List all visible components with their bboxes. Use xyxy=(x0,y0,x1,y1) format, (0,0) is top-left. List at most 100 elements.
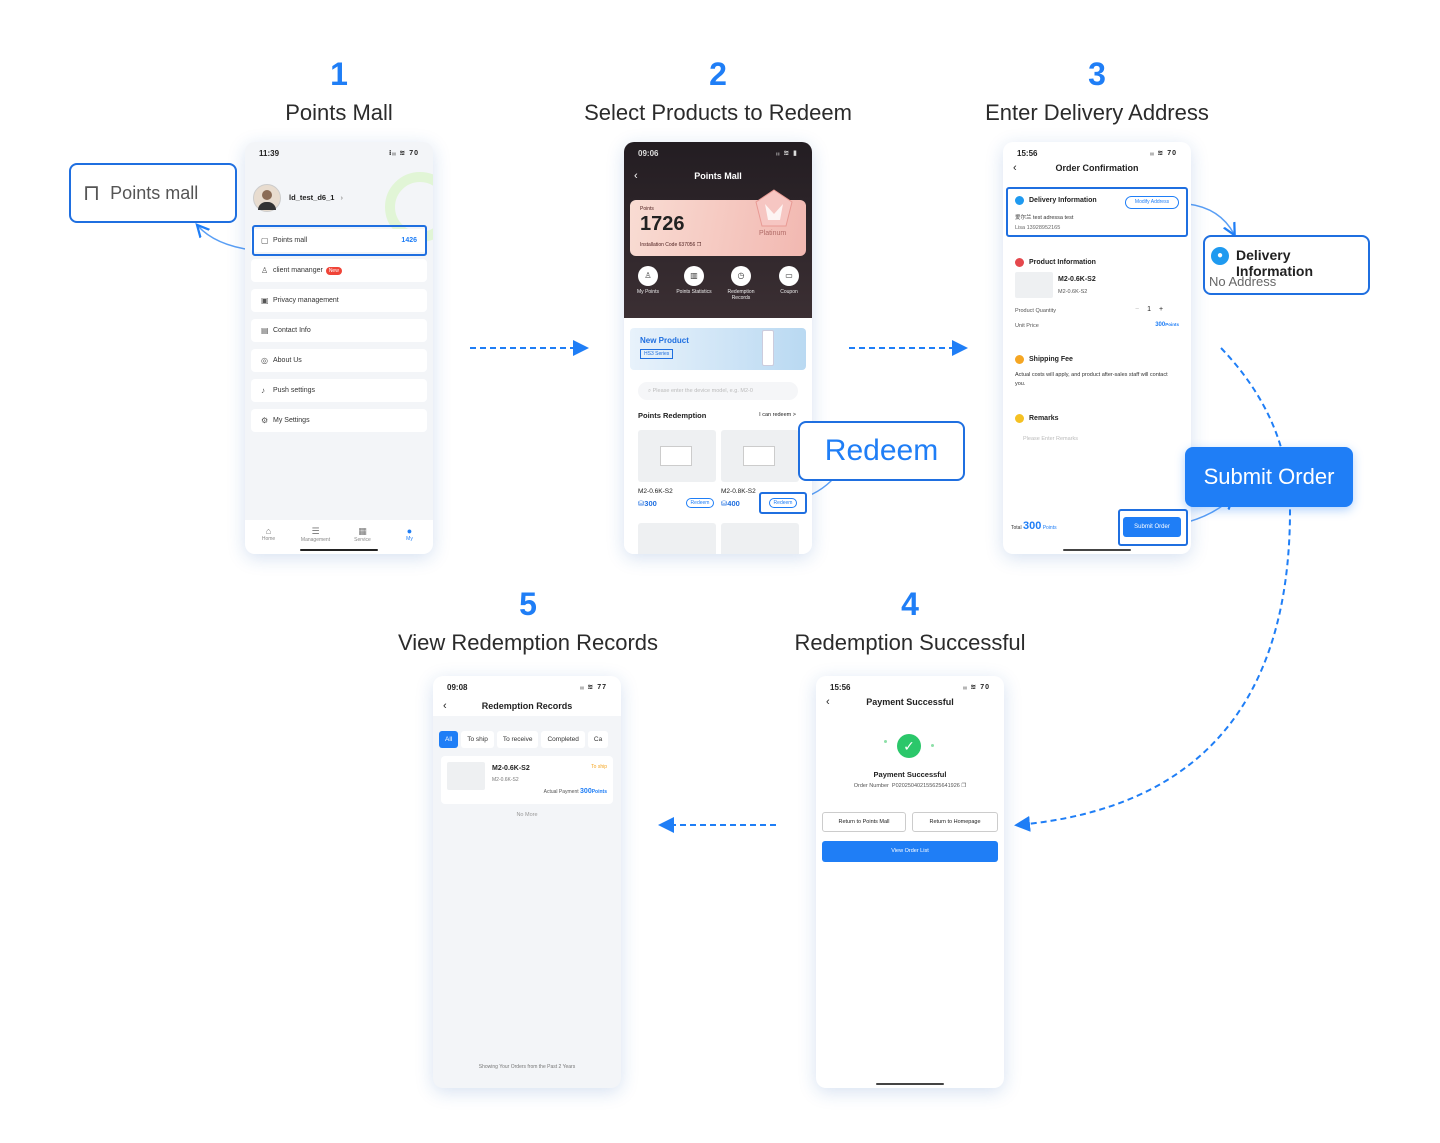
plus-icon[interactable]: + xyxy=(1159,306,1164,313)
banner-sub: HS3 Series xyxy=(640,349,674,359)
quantity-stepper[interactable]: − 1 + xyxy=(1135,306,1163,313)
menu-coupon[interactable]: ▭Coupon xyxy=(769,266,809,295)
callout-points-mall: ⊓ Points mall xyxy=(69,163,237,223)
location-pin-icon xyxy=(1015,196,1024,205)
tab-cancelled[interactable]: Ca xyxy=(587,731,609,748)
unit-price: 300Points xyxy=(1155,322,1179,328)
payment-label: Actual Payment xyxy=(543,789,579,795)
modify-address-button[interactable]: Modify Address xyxy=(1125,196,1179,209)
step-4-number: 4 xyxy=(901,586,919,622)
menu-points-mall[interactable]: ▢ Points mall 1426 xyxy=(251,229,427,252)
record-thumbnail xyxy=(447,762,485,790)
settings-icon: ⚙ xyxy=(261,416,269,425)
tab-to-ship[interactable]: To ship xyxy=(461,731,494,748)
menu-push[interactable]: ♪ Push settings xyxy=(251,379,427,402)
status-icons: ⁝ᵢᵢ ≋ 70 xyxy=(388,150,419,157)
success-check-icon: ✓ xyxy=(897,734,921,758)
price-text: 300 xyxy=(644,499,657,508)
section-label: Remarks xyxy=(1029,415,1059,422)
step-3-title: Enter Delivery Address xyxy=(985,100,1209,125)
address-text: 爱尔兰 test adressa test xyxy=(1015,215,1074,221)
product-image-1[interactable] xyxy=(638,430,716,482)
username[interactable]: ld_test_d6_1 › xyxy=(289,193,343,202)
remarks-input[interactable]: Please Enter Remarks xyxy=(1023,436,1079,442)
menu-client-manager[interactable]: ♙ client mananger New xyxy=(251,259,427,282)
product-image-4[interactable] xyxy=(721,523,799,554)
tab-label: Management xyxy=(300,537,331,543)
page-title: Points Mall xyxy=(694,171,742,181)
status-time: 11:39 xyxy=(259,148,280,158)
quantity-label: Product Quantity xyxy=(1015,308,1056,314)
order-label: Order Number xyxy=(853,783,889,789)
tab-all[interactable]: All xyxy=(439,731,459,748)
delivery-section-title: Delivery Information xyxy=(1015,196,1097,205)
menu-settings[interactable]: ⚙ My Settings xyxy=(251,409,427,432)
nav-bar: ‹ Points Mall xyxy=(624,166,812,186)
tab-home[interactable]: ⌂Home xyxy=(249,526,289,542)
total-label: Total xyxy=(1011,525,1022,531)
submit-order-button[interactable]: Submit Order xyxy=(1123,517,1181,537)
callout-delivery: ● Delivery Information No Address xyxy=(1203,235,1370,295)
view-order-list-button[interactable]: View Order List xyxy=(822,841,998,862)
tab-to-receive[interactable]: To receive xyxy=(496,731,539,748)
menu-my-points[interactable]: ♙My Points xyxy=(628,266,668,295)
menu-label: Privacy management xyxy=(273,297,339,304)
back-icon[interactable]: ‹ xyxy=(443,700,447,712)
record-card[interactable]: M2-0.6K-S2 M2-0.6K-S2 To ship Actual Pay… xyxy=(441,756,613,804)
home-indicator xyxy=(876,1083,944,1085)
home-indicator xyxy=(300,549,378,551)
device-search-input[interactable]: ⌕ Please enter the device model, e.g. M2… xyxy=(638,382,798,400)
menu-about[interactable]: ◎ About Us xyxy=(251,349,427,372)
menu-label: My Settings xyxy=(273,417,310,424)
redeem-button-2[interactable]: Redeem xyxy=(769,498,797,508)
new-product-banner[interactable]: New Product HS3 Series xyxy=(630,328,806,370)
menu-points-statistics[interactable]: ▥Points Statistics xyxy=(674,266,714,295)
menu-label: Redemption Records xyxy=(727,289,755,301)
step-5-title: View Redemption Records xyxy=(397,630,659,655)
shopping-bag-icon: ⊓ xyxy=(83,180,101,205)
return-to-homepage-button[interactable]: Return to Homepage xyxy=(912,812,998,832)
back-icon[interactable]: ‹ xyxy=(1013,162,1017,174)
tab-completed[interactable]: Completed xyxy=(541,731,585,748)
product-image-2[interactable] xyxy=(721,430,799,482)
tab-my[interactable]: ●My xyxy=(390,526,430,542)
total-unit: Points xyxy=(1042,525,1057,531)
i-can-redeem-link[interactable]: I can redeem > xyxy=(759,412,796,418)
nav-bar: ‹ Order Confirmation xyxy=(1003,158,1191,178)
callout-link-delivery xyxy=(1187,203,1234,234)
highlight-delivery xyxy=(1006,187,1188,237)
callout-redeem: Redeem xyxy=(798,421,965,481)
callout-submit-order: Submit Order xyxy=(1185,447,1353,507)
avatar[interactable] xyxy=(253,184,281,212)
return-to-mall-button[interactable]: Return to Points Mall xyxy=(822,812,906,832)
copy-icon[interactable]: ❐ xyxy=(961,783,967,789)
status-time: 09:08 xyxy=(447,682,468,692)
product-section-title: Product Information xyxy=(1015,258,1096,267)
tier-label: Platinum xyxy=(759,230,787,237)
page-title: Payment Successful xyxy=(866,697,954,707)
grid-icon: ▦ xyxy=(358,526,367,536)
back-icon[interactable]: ‹ xyxy=(826,696,830,708)
menu-privacy[interactable]: ▣ Privacy management xyxy=(251,289,427,312)
menu-contact[interactable]: ▤ Contact Info xyxy=(251,319,427,342)
copy-icon[interactable]: ❐ xyxy=(696,242,702,248)
callout-redeem-label: Redeem xyxy=(824,434,939,467)
phone-order-confirmation: 15:56 ᵢᵢ ≋ 70 ‹ Order Confirmation Deliv… xyxy=(1003,142,1191,554)
record-payment: Actual Payment 300Points xyxy=(544,788,607,795)
menu-redemption-records[interactable]: ◷Redemption Records xyxy=(721,266,761,301)
tab-management[interactable]: ☰Management xyxy=(296,526,336,543)
tab-label: Service xyxy=(354,537,371,543)
highlight-redeem xyxy=(759,492,807,514)
username-text: ld_test_d6_1 xyxy=(289,193,335,202)
minus-icon[interactable]: − xyxy=(1135,306,1140,313)
step-3-number: 3 xyxy=(1088,56,1106,92)
chart-icon: ▥ xyxy=(684,266,704,286)
redeem-button-1[interactable]: Redeem xyxy=(686,498,714,508)
status-bar: 11:39 ⁝ᵢᵢ ≋ 70 xyxy=(245,142,433,164)
product-image-3[interactable] xyxy=(638,523,716,554)
highlight-points-mall xyxy=(252,225,427,256)
back-icon[interactable]: ‹ xyxy=(634,170,638,182)
tab-label: My xyxy=(406,536,413,542)
tab-service[interactable]: ▦Service xyxy=(343,526,383,543)
